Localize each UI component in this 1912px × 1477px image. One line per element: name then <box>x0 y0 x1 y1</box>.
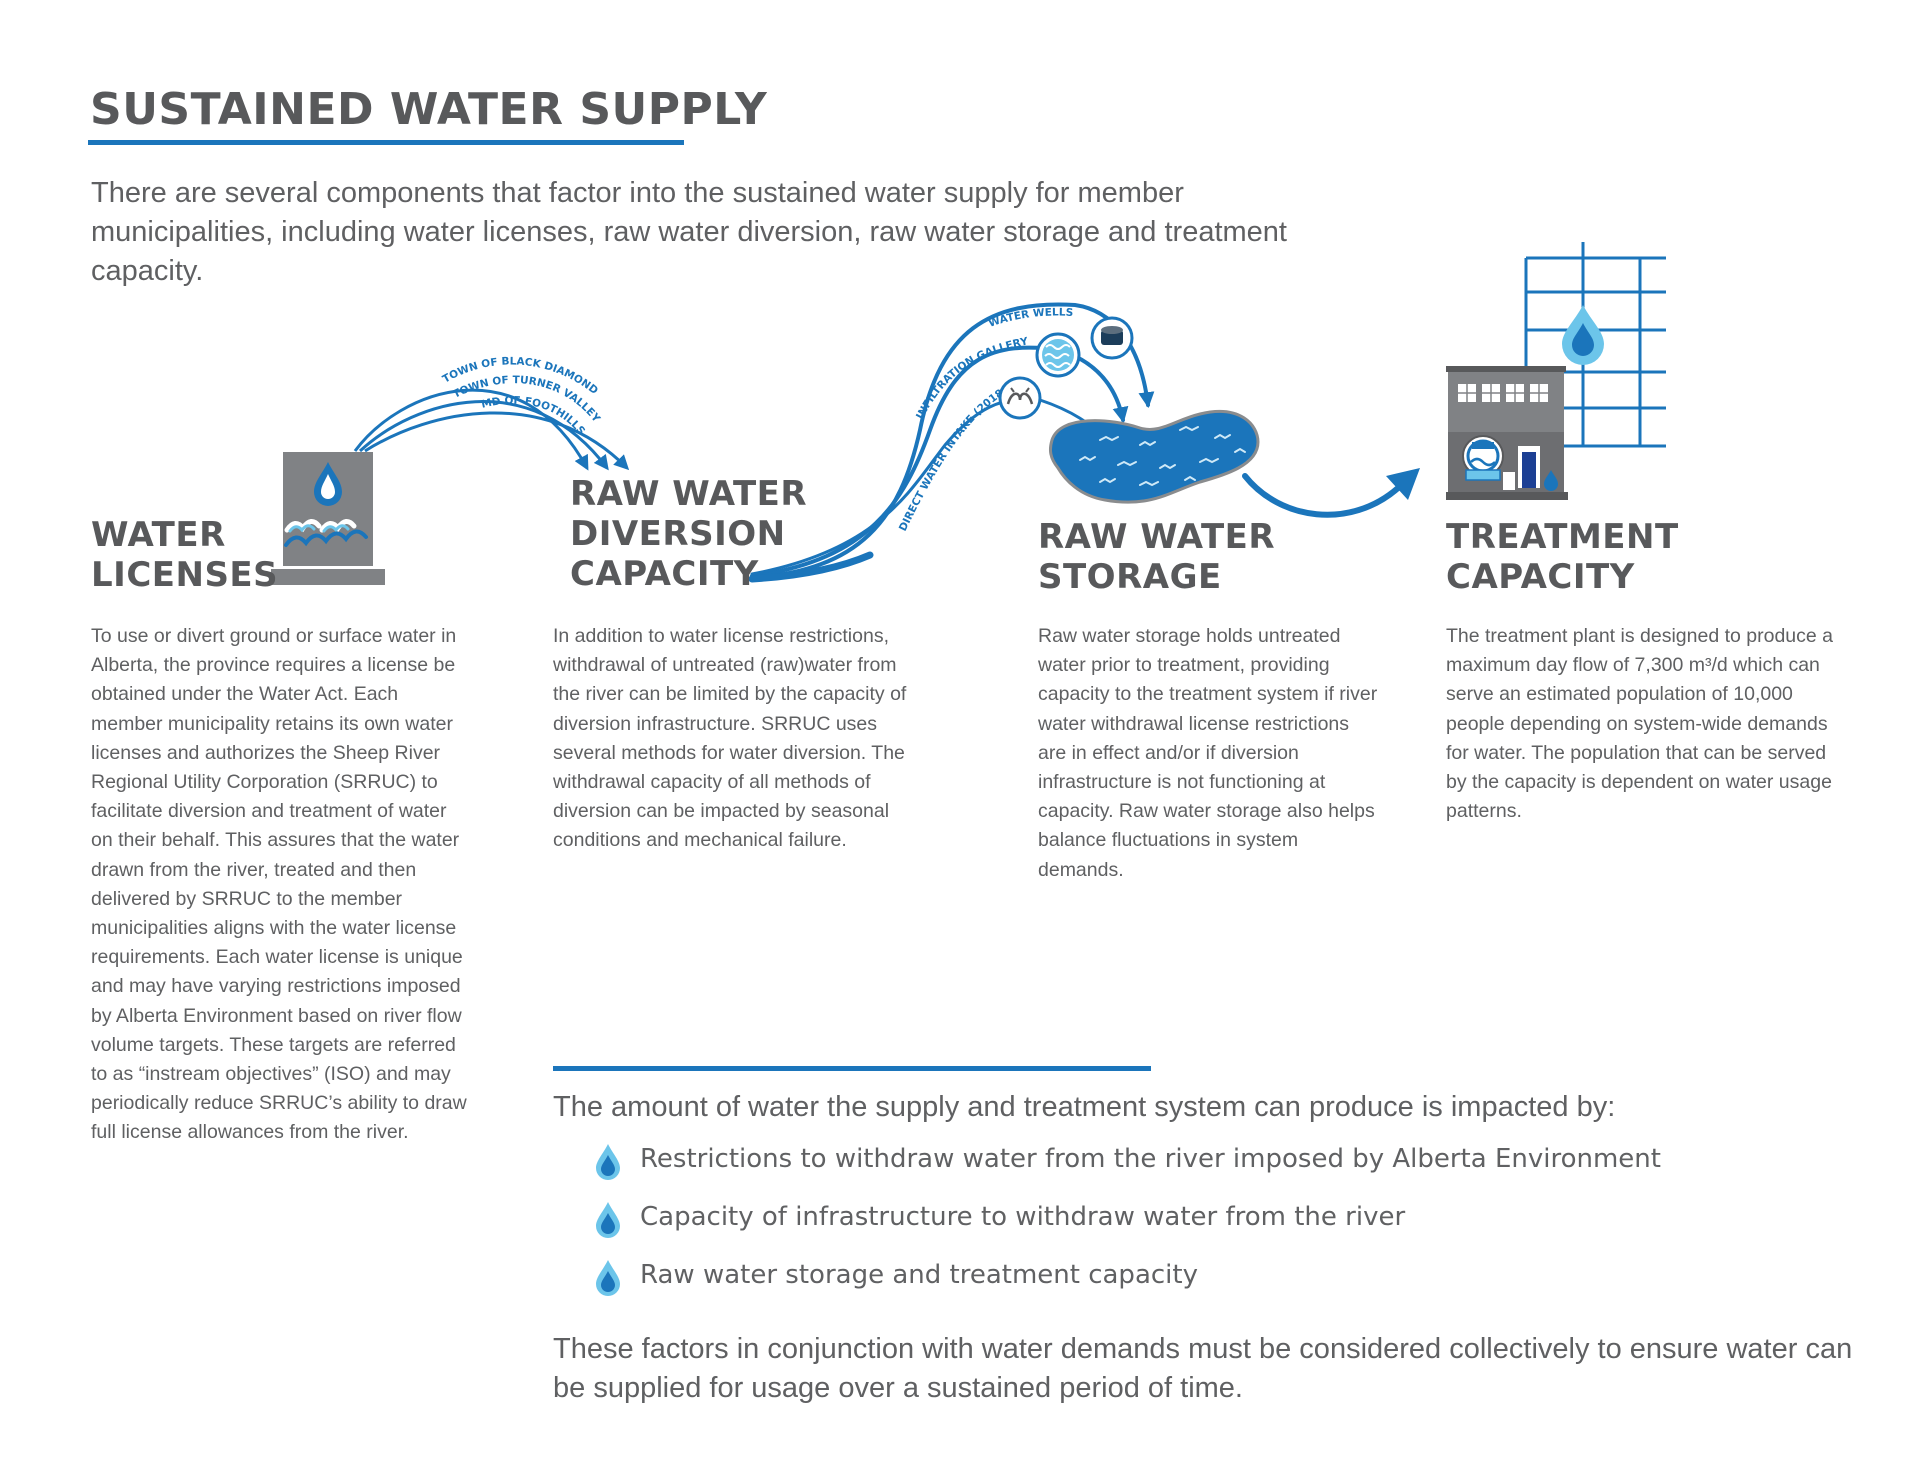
heading-raw-water-storage: RAW WATER STORAGE <box>1038 517 1276 597</box>
title-underline <box>88 140 684 145</box>
reservoir-icon <box>1048 409 1260 504</box>
water-license-icon <box>271 452 385 585</box>
heading-raw-water-diversion: RAW WATER DIVERSION CAPACITY <box>570 474 808 594</box>
factors-lead: The amount of water the supply and treat… <box>553 1091 1616 1123</box>
wave-icon <box>284 519 368 547</box>
body-treatment-capacity: The treatment plant is designed to produ… <box>1446 625 1833 823</box>
water-drop-icon <box>314 462 342 506</box>
water-drop-icon <box>596 1202 620 1238</box>
closing-paragraph: These factors in conjunction with water … <box>553 1333 1853 1404</box>
label-direct-water-intake: DIRECT WATER INTAKE (2018) <box>0 0 1006 533</box>
factors-list: Restrictions to withdraw water from the … <box>585 1138 1785 1312</box>
treatment-plant-icon <box>1446 242 1666 500</box>
list-item: Raw water storage and treatment capacity <box>585 1254 1785 1312</box>
body-water-licenses: To use or divert ground or surface water… <box>91 625 467 1144</box>
water-well-icon <box>1090 316 1134 360</box>
heading-treatment-capacity: TREATMENT CAPACITY <box>1446 517 1679 597</box>
body-raw-water-diversion: In addition to water license restriction… <box>553 625 907 852</box>
body-raw-water-storage: Raw water storage holds untreated water … <box>1038 625 1378 881</box>
municipality-arrows <box>353 388 630 471</box>
heading-water-licenses: WATER LICENSES <box>91 515 279 595</box>
infiltration-gallery-icon <box>1035 332 1081 378</box>
label-water-wells: WATER WELLS <box>987 306 1074 329</box>
list-item: Restrictions to withdraw water from the … <box>585 1138 1785 1196</box>
water-intake-icon <box>998 376 1042 420</box>
storage-to-treatment-arrow <box>1242 473 1401 518</box>
page-title: SUSTAINED WATER SUPPLY <box>90 84 768 135</box>
factors-divider <box>553 1066 1151 1071</box>
water-drop-icon <box>596 1260 620 1296</box>
intro-paragraph: There are several components that factor… <box>91 177 1287 287</box>
list-item: Capacity of infrastructure to withdraw w… <box>585 1196 1785 1254</box>
water-drop-icon <box>596 1144 620 1180</box>
